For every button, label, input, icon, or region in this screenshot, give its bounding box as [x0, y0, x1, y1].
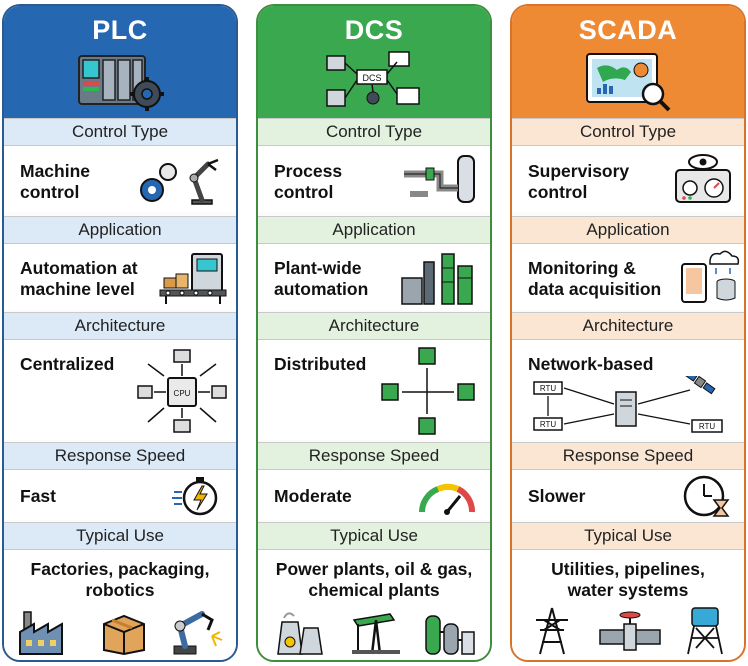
plc-cell-architecture: Centralized CPU: [4, 340, 236, 440]
plc-application-line2: machine level: [20, 279, 135, 299]
dcs-header: DCS DCS: [258, 6, 490, 118]
scada-typical-use-line1: Utilities, pipelines,: [551, 559, 705, 579]
scada-label-application: Application: [512, 216, 744, 244]
dcs-icon-label: DCS: [362, 73, 381, 83]
plc-architecture-value: Centralized: [20, 354, 115, 374]
factory-icon: [18, 608, 70, 656]
power-tower-icon: [532, 606, 572, 656]
monitor-map-chart-icon: [573, 50, 683, 114]
plc-label-application: Application: [4, 216, 236, 244]
scada-application-line1: Monitoring &: [528, 258, 636, 278]
scada-label-response-speed: Response Speed: [512, 442, 744, 470]
dcs-label-application: Application: [258, 216, 490, 244]
dcs-control-type-line2: control: [274, 182, 334, 202]
centralized-cpu-icon: CPU: [132, 346, 232, 436]
scada-header: SCADA: [512, 6, 744, 118]
dcs-response-speed-value: Moderate: [274, 486, 352, 506]
water-tower-icon: [682, 604, 728, 656]
dcs-column: DCS DCS Control Type Process control: [256, 4, 492, 662]
plc-typical-use-line2: robotics: [85, 580, 155, 600]
distributed-nodes-icon: [376, 344, 480, 436]
scada-application-line2: data acquisition: [528, 279, 662, 299]
dcs-control-type-line1: Process: [274, 161, 343, 181]
plc-application-line1: Automation at: [20, 258, 138, 278]
scada-label-control-type: Control Type: [512, 118, 744, 146]
plc-response-speed-value: Fast: [20, 486, 56, 506]
gears-robot-arm-icon: [132, 154, 228, 208]
plc-label-typical-use: Typical Use: [4, 522, 236, 550]
dcs-label-response-speed: Response Speed: [258, 442, 490, 470]
plc-label-architecture: Architecture: [4, 312, 236, 340]
scada-cell-control-type: Supervisory control: [512, 146, 744, 212]
dcs-label-architecture: Architecture: [258, 312, 490, 340]
pipeline-valve-icon: [598, 610, 662, 654]
robot-arm-icon: [168, 606, 226, 656]
eye-dashboard-icon: [670, 152, 736, 208]
scada-control-type-line1: Supervisory: [528, 161, 630, 181]
dcs-typical-use-line2: chemical plants: [308, 580, 440, 600]
dcs-cell-typical-use: Power plants, oil & gas, chemical plants: [258, 550, 490, 660]
dcs-cell-response-speed: Moderate: [258, 470, 490, 520]
oil-pumpjack-icon: [350, 606, 402, 656]
plc-control-type-line1: Machine: [20, 161, 91, 181]
plc-header: PLC: [4, 6, 236, 118]
scada-label-typical-use: Typical Use: [512, 522, 744, 550]
scada-cell-typical-use: Utilities, pipelines, water systems: [512, 550, 744, 660]
dcs-architecture-value: Distributed: [274, 354, 367, 374]
clock-hourglass-icon: [682, 474, 732, 520]
scada-title: SCADA: [578, 15, 678, 45]
power-plant-icon: [274, 608, 330, 656]
plc-title: PLC: [92, 15, 148, 45]
dcs-cell-control-type: Process control: [258, 146, 490, 212]
dcs-cell-application: Plant-wide automation: [258, 244, 490, 310]
scada-cell-application: Monitoring & data acquisition: [512, 244, 744, 310]
dcs-cell-architecture: Distributed: [258, 340, 490, 440]
plant-towers-icon: [398, 248, 482, 308]
package-box-icon: [98, 610, 150, 656]
dcs-application-line2: automation: [274, 279, 369, 299]
scada-control-type-line2: control: [528, 182, 588, 202]
rtu-label-2: RTU: [540, 420, 557, 429]
scada-cell-response-speed: Slower: [512, 470, 744, 520]
plc-cell-typical-use: Factories, packaging, robotics: [4, 550, 236, 660]
pipes-tank-icon: [400, 152, 484, 208]
dcs-network-icon: DCS: [319, 50, 429, 114]
conveyor-machine-icon: [158, 250, 230, 306]
dcs-label-typical-use: Typical Use: [258, 522, 490, 550]
dcs-title: DCS: [344, 15, 404, 45]
gauge-icon: [416, 476, 478, 516]
scada-label-architecture: Architecture: [512, 312, 744, 340]
dcs-label-control-type: Control Type: [258, 118, 490, 146]
cpu-label: CPU: [174, 389, 191, 398]
plc-cell-application: Automation at machine level: [4, 244, 236, 310]
plc-cell-control-type: Machine control: [4, 146, 236, 212]
dcs-application-line1: Plant-wide: [274, 258, 362, 278]
plc-column: PLC Control Type Machine control: [2, 4, 238, 662]
plc-label-control-type: Control Type: [4, 118, 236, 146]
stopwatch-lightning-icon: [172, 474, 222, 518]
scada-cell-architecture: Network-based RTU RTU RTU: [512, 340, 744, 440]
scada-response-speed-value: Slower: [528, 486, 586, 506]
scada-typical-use-line2: water systems: [567, 580, 689, 600]
plc-rack-gear-icon: [65, 50, 175, 114]
plc-typical-use-line1: Factories, packaging,: [30, 559, 210, 579]
plc-control-type-line2: control: [20, 182, 80, 202]
chemical-tanks-icon: [422, 606, 478, 656]
dcs-typical-use-line1: Power plants, oil & gas,: [275, 559, 473, 579]
plc-cell-response-speed: Fast: [4, 470, 236, 520]
scada-architecture-value: Network-based: [528, 354, 654, 374]
network-rtu-satellite-icon: RTU RTU RTU: [524, 376, 734, 436]
plc-label-response-speed: Response Speed: [4, 442, 236, 470]
tablet-cloud-database-icon: [678, 248, 740, 306]
rtu-label-3: RTU: [699, 422, 716, 431]
scada-column: SCADA Control Type Supervisory control: [510, 4, 746, 662]
rtu-label-1: RTU: [540, 384, 557, 393]
